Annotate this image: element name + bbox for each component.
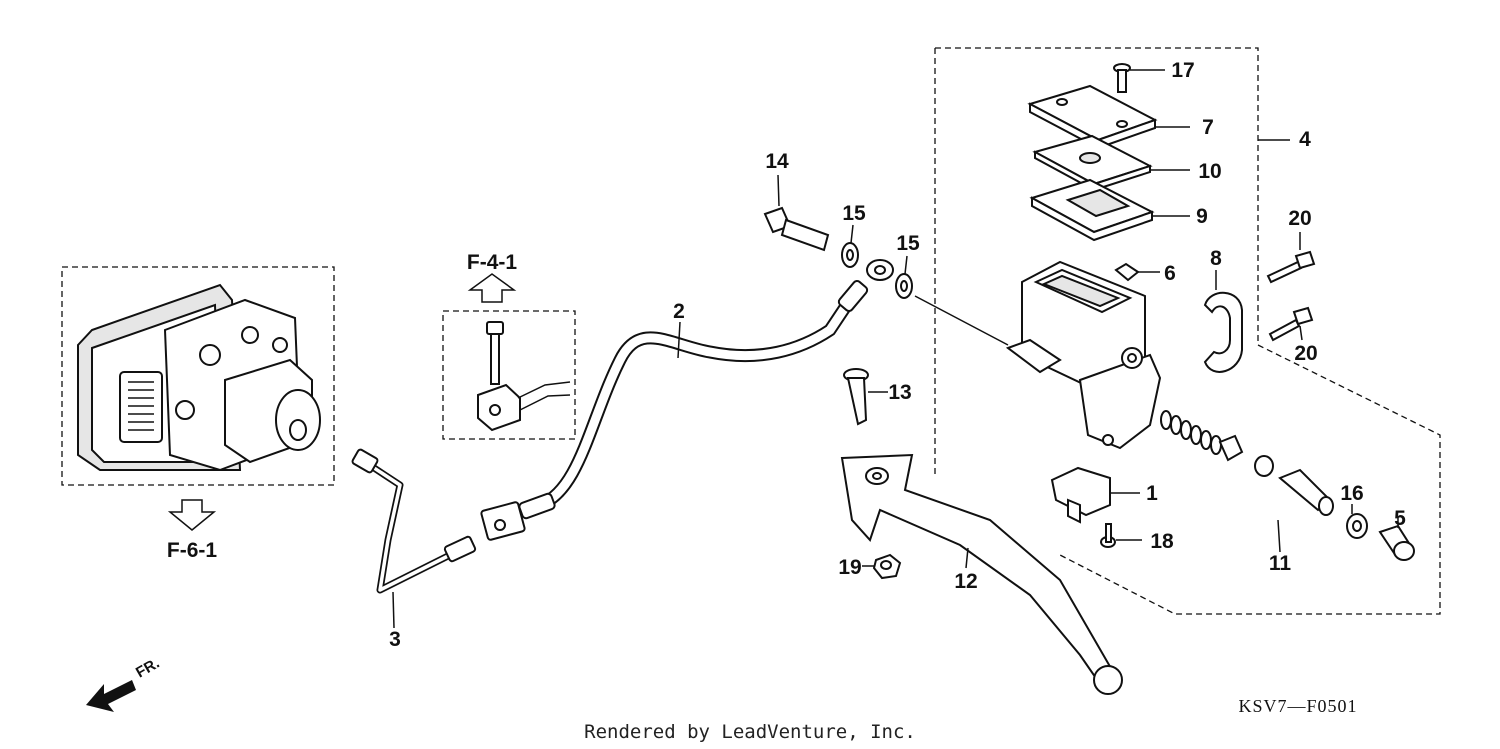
bolt-ref-label: F-4-1 bbox=[467, 251, 517, 274]
callout-18: 18 bbox=[1150, 530, 1174, 553]
master-cylinder-assembly-outline bbox=[934, 47, 1441, 615]
retaining-clip[interactable] bbox=[1114, 262, 1140, 282]
callout-9: 9 bbox=[1196, 205, 1208, 228]
holder-bolt-upper[interactable] bbox=[1266, 250, 1316, 284]
arrow-up-icon bbox=[467, 273, 517, 303]
callout-15-a: 15 bbox=[842, 202, 866, 225]
cap-screw[interactable] bbox=[1113, 63, 1131, 93]
callout-16: 16 bbox=[1340, 482, 1363, 505]
brake-hose[interactable] bbox=[480, 259, 894, 541]
callout-10: 10 bbox=[1198, 160, 1221, 183]
lever-pivot-bolt[interactable] bbox=[843, 368, 869, 426]
callout-11: 11 bbox=[1269, 552, 1292, 575]
brake-lever[interactable] bbox=[840, 453, 1123, 695]
arrow-front-icon bbox=[86, 680, 136, 712]
diagram-code: KSV7—F0501 bbox=[1238, 696, 1357, 716]
holder-bolt-lower[interactable] bbox=[1268, 306, 1314, 342]
credit-text: Rendered by LeadVenture, Inc. bbox=[584, 721, 916, 743]
abs-ref-label: F-6-1 bbox=[167, 539, 217, 562]
callout-20-a: 20 bbox=[1288, 207, 1311, 230]
switch-screw[interactable] bbox=[1100, 523, 1116, 548]
hose-bolt[interactable] bbox=[763, 206, 830, 252]
callout-1: 1 bbox=[1146, 482, 1158, 505]
callout-3: 3 bbox=[389, 628, 401, 651]
callout-12: 12 bbox=[954, 570, 977, 593]
callout-4: 4 bbox=[1299, 128, 1311, 151]
front-direction-indicator: FR. bbox=[86, 655, 162, 712]
callout-17: 17 bbox=[1171, 59, 1194, 82]
abs-modulator-box bbox=[61, 266, 335, 486]
master-cylinder-body[interactable] bbox=[1005, 260, 1162, 450]
callout-5: 5 bbox=[1394, 507, 1406, 530]
callout-15-b: 15 bbox=[896, 232, 920, 255]
dust-boot[interactable] bbox=[1378, 524, 1415, 561]
piston-set[interactable] bbox=[1160, 410, 1334, 516]
handlebar-holder[interactable] bbox=[1203, 291, 1243, 373]
callout-8: 8 bbox=[1210, 247, 1222, 270]
callout-13: 13 bbox=[888, 381, 911, 404]
sealing-washer-b[interactable] bbox=[895, 273, 913, 299]
callout-19: 19 bbox=[838, 556, 861, 579]
circlip[interactable] bbox=[1346, 513, 1368, 539]
diaphragm[interactable] bbox=[1029, 178, 1155, 242]
abs-reference[interactable]: F-6-1 bbox=[167, 499, 217, 562]
sealing-washer-a[interactable] bbox=[841, 242, 859, 268]
bolt-reference[interactable]: F-4-1 bbox=[442, 251, 576, 440]
brake-pipe[interactable] bbox=[351, 448, 477, 594]
abs-modulator[interactable] bbox=[77, 283, 321, 472]
callout-14: 14 bbox=[765, 150, 789, 173]
bolt-reference-box bbox=[442, 310, 576, 440]
callout-7: 7 bbox=[1202, 116, 1214, 139]
arrow-down-icon bbox=[167, 499, 217, 531]
pivot-nut[interactable] bbox=[872, 553, 902, 580]
callout-20-b: 20 bbox=[1294, 342, 1317, 365]
joint-bolt-detail bbox=[477, 321, 571, 432]
stop-switch[interactable] bbox=[1050, 466, 1111, 524]
callout-2: 2 bbox=[673, 300, 685, 323]
callout-6: 6 bbox=[1164, 262, 1176, 285]
abs-modulator-group bbox=[61, 266, 335, 486]
front-label: FR. bbox=[133, 655, 162, 682]
